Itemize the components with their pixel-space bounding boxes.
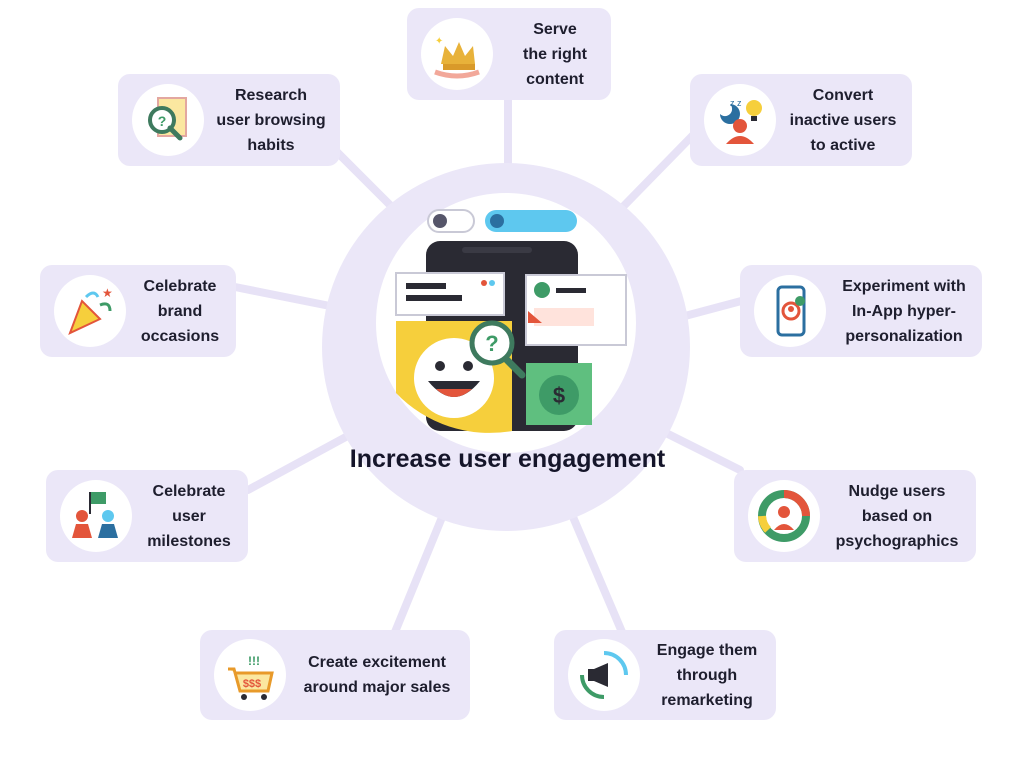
svg-text:✦: ✦ — [435, 36, 443, 47]
phone-settings-icon — [754, 275, 826, 347]
spoke-milestones — [244, 428, 359, 494]
magnifier-document-icon: ? — [132, 84, 204, 156]
node-convert-label: Convert inactive users to active — [789, 86, 897, 154]
node-experiment-label: Experiment with In-App hyper- personaliz… — [842, 277, 966, 345]
people-flag-icon — [60, 480, 132, 552]
svg-text:?: ? — [485, 331, 498, 356]
hub-title: Increase user engagement — [349, 445, 666, 473]
hub-circle: ? $ — [322, 163, 690, 531]
spoke-sales — [391, 506, 449, 636]
node-brand[interactable]: ★ Celebrate brand occasions — [40, 265, 236, 357]
node-sales-label: Create excitement around major sales — [303, 654, 451, 696]
svg-text:$$$: $$$ — [243, 678, 261, 690]
megaphone-cycle-icon — [568, 639, 640, 711]
spoke-remarketing — [566, 506, 626, 636]
svg-text:$: $ — [553, 383, 565, 408]
node-remarketing[interactable]: Engage them through remarketing — [554, 630, 776, 720]
svg-text:★: ★ — [102, 286, 113, 300]
node-remarketing-label: Engage them through remarketing — [656, 641, 758, 709]
node-serve[interactable]: ✦ Serve the right content — [407, 8, 611, 100]
node-experiment[interactable]: Experiment with In-App hyper- personaliz… — [740, 265, 982, 357]
party-popper-icon: ★ — [54, 275, 126, 347]
spoke-convert — [606, 126, 702, 224]
node-milestones[interactable]: Celebrate user milestones — [46, 470, 248, 562]
node-nudge[interactable]: Nudge users based on psychographics — [734, 470, 976, 562]
user-ring-icon — [748, 480, 820, 552]
node-serve-label: Serve the right content — [523, 20, 587, 88]
node-research[interactable]: ? Research user browsing habits — [118, 74, 340, 166]
phone-illustration: ? $ — [376, 193, 636, 453]
spoke-nudge — [656, 426, 744, 474]
svg-text:z z: z z — [730, 98, 742, 108]
sleep-bulb-user-icon: z z — [704, 84, 776, 156]
shopping-cart-icon: $$$!!! — [214, 639, 286, 711]
node-nudge-label: Nudge users based on psychographics — [835, 482, 959, 550]
node-research-label: Research user browsing habits — [216, 86, 326, 154]
node-milestones-label: Celebrate user milestones — [147, 482, 231, 550]
crown-hand-icon: ✦ — [421, 18, 493, 90]
node-convert[interactable]: z z Convert inactive users to active — [690, 74, 912, 166]
node-brand-label: Celebrate brand occasions — [140, 277, 220, 345]
svg-text:!!!: !!! — [248, 654, 260, 668]
node-sales[interactable]: $$$!!! Create excitement around major sa… — [200, 630, 470, 720]
svg-text:?: ? — [158, 113, 167, 129]
